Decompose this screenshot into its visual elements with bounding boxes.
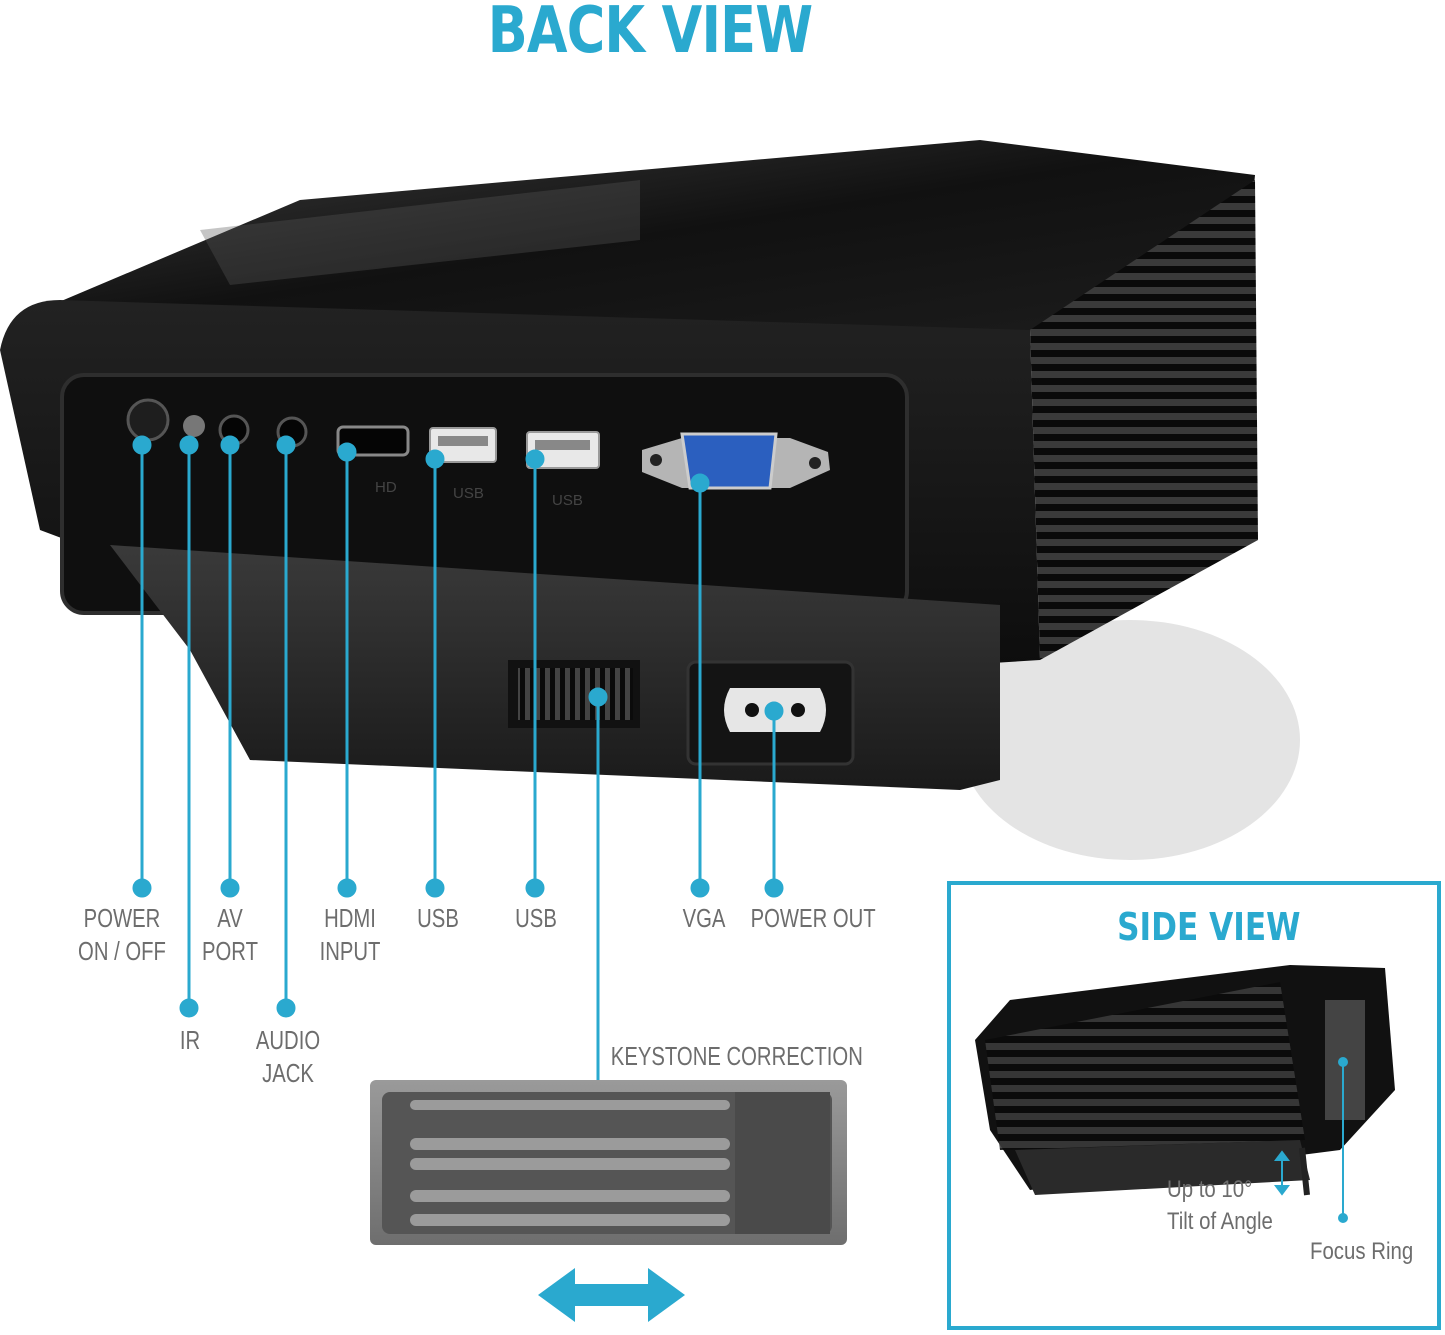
port-mark-usb-b: USB [552,492,583,509]
page-title: BACK VIEW [487,0,813,68]
tilt-line1: Up to 10° [1167,1176,1253,1203]
ir-sensor [183,415,205,437]
side-vents [1030,180,1258,660]
label-power-line2: ON / OFF [78,936,166,966]
label-power-line1: POWER [83,903,161,933]
power-button [126,398,170,442]
keystone-zoom-ridges [410,1100,730,1226]
label-hdmi-line2: INPUT [319,936,381,966]
port-mark-usb-a: USB [453,485,484,502]
label-av-line2: PORT [202,936,258,966]
label-usb-1: USB [417,903,459,933]
label-ir: IR [179,1025,201,1055]
label-power-out: POWER OUT [750,903,876,933]
label-power: POWER ON / OFF [75,902,169,968]
projector-shadow [960,620,1300,860]
label-audio-line2: JACK [262,1058,314,1088]
tilt-line2: Tilt of Angle [1167,1208,1273,1235]
label-av-line1: AV [217,903,243,933]
side-view-focus-label: Focus Ring [1310,1238,1414,1265]
label-keystone: KEYSTONE CORRECTION [610,1041,863,1071]
side-view-tilt-label: Up to 10° Tilt of Angle [1167,1174,1273,1238]
vga-port [680,432,778,490]
label-hdmi-line1: HDMI [324,903,376,933]
port-mark-hd: HD [375,479,397,496]
side-view-title: SIDE VIEW [1117,905,1301,949]
keystone-wheel [518,668,633,720]
side-view-vents [985,982,1305,1150]
label-vga: VGA [682,903,726,933]
callout-lines [132,435,784,1125]
double-arrow-icon [538,1268,685,1322]
label-audio: AUDIO JACK [249,1024,327,1090]
label-audio-line1: AUDIO [255,1025,321,1055]
projector-top [40,140,1255,330]
label-hdmi: HDMI INPUT [311,902,389,968]
label-usb-2: USB [515,903,557,933]
side-view-frame [947,881,1441,1330]
label-av: AV PORT [199,902,261,968]
side-view-tilt-foot [1299,1147,1310,1196]
